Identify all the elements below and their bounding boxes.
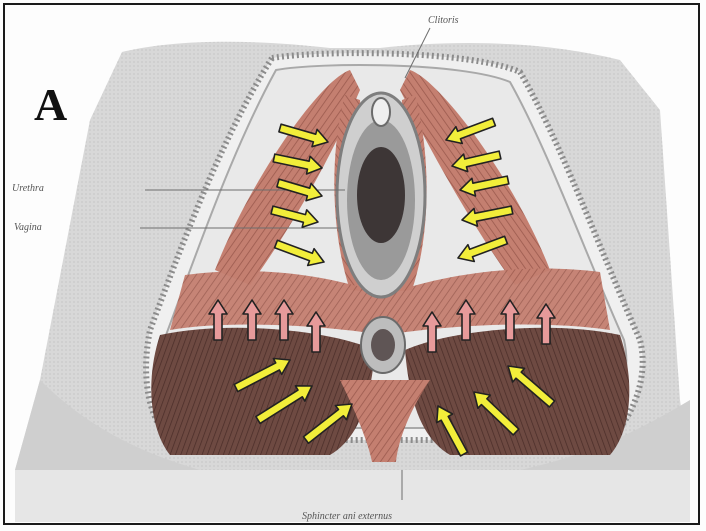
label-urethra: Urethra — [12, 183, 44, 194]
label-vagina: Vagina — [14, 222, 42, 233]
panel-letter: A — [34, 82, 67, 128]
label-sphincter: Sphincter ani externus — [302, 511, 392, 522]
anus — [361, 317, 405, 373]
label-clitoris: Clitoris — [428, 15, 459, 26]
vaginal-opening — [337, 93, 425, 297]
